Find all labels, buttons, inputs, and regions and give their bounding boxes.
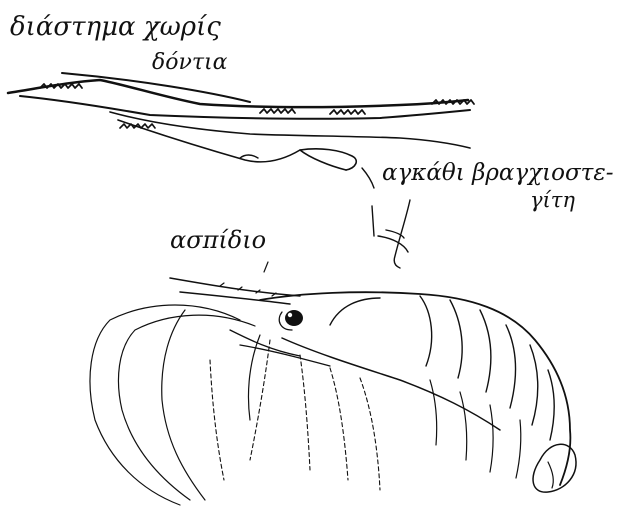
scaphocerite-label: ασπίδιο bbox=[170, 228, 266, 252]
teeth-middle bbox=[260, 109, 365, 114]
eye bbox=[279, 310, 303, 330]
spine-label-line1: αγκάθι βραγχιοστε- bbox=[382, 162, 614, 185]
gap-label-line2: δόντια bbox=[152, 52, 228, 74]
shrimp-body bbox=[170, 278, 576, 492]
spine-label-line2: γίτη bbox=[530, 190, 575, 211]
rostrum-detail bbox=[8, 73, 474, 170]
scaphocerite-leader bbox=[264, 262, 268, 272]
gap-label-line1: διάστημα χωρίς bbox=[10, 14, 221, 40]
